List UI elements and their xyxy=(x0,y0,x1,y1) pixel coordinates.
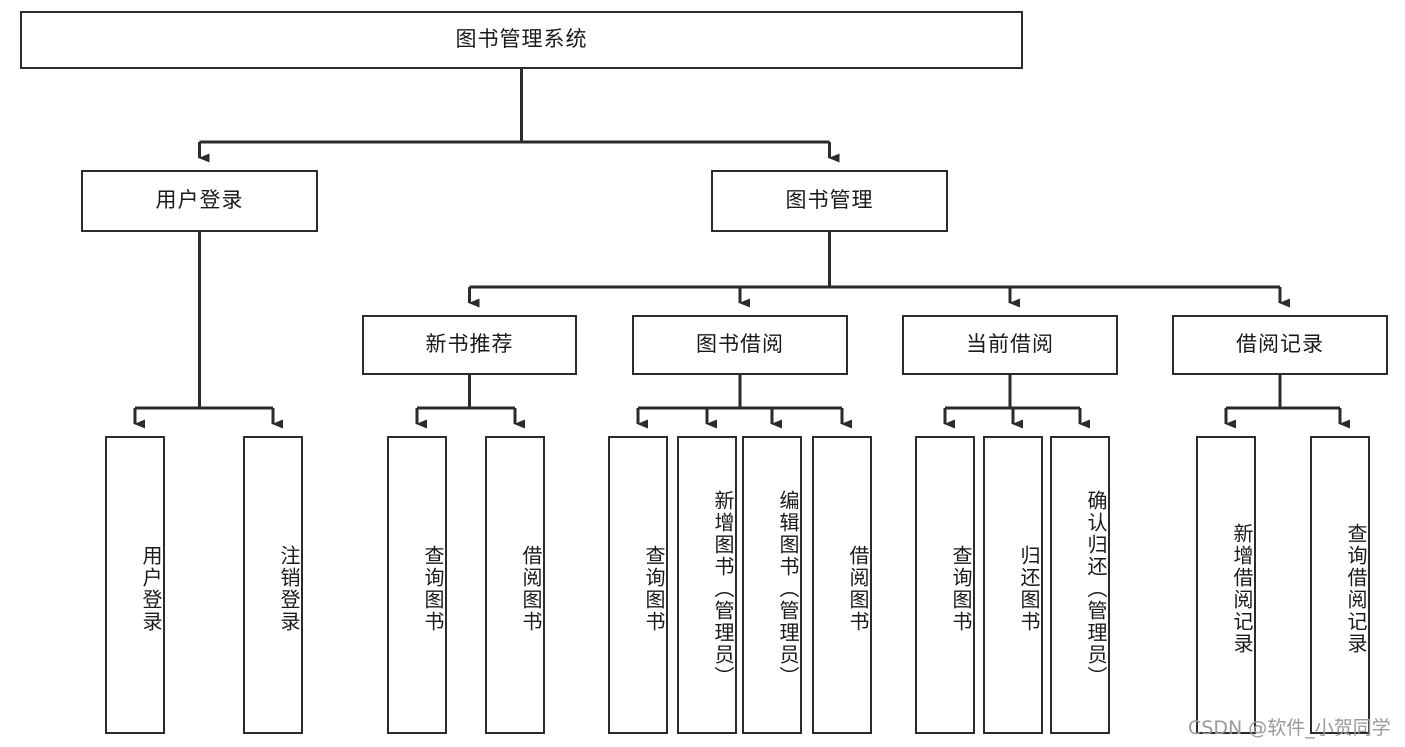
node-leaf-borrow-book-1[interactable]: 借阅图书 xyxy=(485,436,545,734)
node-leaf-logout[interactable]: 注销登录 xyxy=(243,436,303,734)
node-label: 查询借阅记录 xyxy=(1344,523,1368,655)
node-label: 新增图书（管理员） xyxy=(711,490,735,688)
node-leaf-query-borrow-record[interactable]: 查询借阅记录 xyxy=(1310,436,1370,734)
node-label: 新书推荐 xyxy=(425,332,514,357)
node-leaf-query-book-2[interactable]: 查询图书 xyxy=(608,436,668,734)
node-leaf-user-login[interactable]: 用户登录 xyxy=(105,436,165,734)
node-label: 图书管理 xyxy=(785,188,874,213)
node-label: 查询图书 xyxy=(421,545,445,633)
node-leaf-borrow-book-2[interactable]: 借阅图书 xyxy=(812,436,872,734)
node-label: 借阅图书 xyxy=(846,545,870,633)
node-current-borrow[interactable]: 当前借阅 xyxy=(902,315,1118,375)
node-leaf-query-book-1[interactable]: 查询图书 xyxy=(387,436,447,734)
node-leaf-add-borrow-record[interactable]: 新增借阅记录 xyxy=(1196,436,1256,734)
node-leaf-add-book[interactable]: 新增图书（管理员） xyxy=(677,436,737,734)
node-label: 用户登录 xyxy=(139,545,163,633)
node-user-login[interactable]: 用户登录 xyxy=(81,170,318,232)
node-label: 新增借阅记录 xyxy=(1230,523,1254,655)
node-label: 确认归还（管理员） xyxy=(1084,490,1108,688)
node-label: 用户登录 xyxy=(155,188,244,213)
node-label: 当前借阅 xyxy=(966,332,1054,357)
node-label: 借阅图书 xyxy=(519,545,543,633)
node-label: 图书管理系统 xyxy=(455,27,588,52)
node-book-borrow[interactable]: 图书借阅 xyxy=(632,315,848,375)
node-new-book-recommend[interactable]: 新书推荐 xyxy=(362,315,577,375)
node-leaf-confirm-return[interactable]: 确认归还（管理员） xyxy=(1050,436,1110,734)
node-label: 查询图书 xyxy=(949,545,973,633)
node-label: 借阅记录 xyxy=(1236,332,1324,357)
node-book-manage[interactable]: 图书管理 xyxy=(711,170,948,232)
watermark: CSDN @软件_小贺同学 xyxy=(1188,717,1391,739)
node-leaf-query-book-3[interactable]: 查询图书 xyxy=(915,436,975,734)
node-label: 注销登录 xyxy=(277,545,301,633)
node-label: 归还图书 xyxy=(1017,545,1041,633)
node-label: 图书借阅 xyxy=(696,332,784,357)
node-leaf-return-book[interactable]: 归还图书 xyxy=(983,436,1043,734)
node-leaf-edit-book[interactable]: 编辑图书（管理员） xyxy=(742,436,802,734)
node-borrow-record[interactable]: 借阅记录 xyxy=(1172,315,1388,375)
node-label: 查询图书 xyxy=(642,545,666,633)
node-label: 编辑图书（管理员） xyxy=(776,490,800,688)
node-root[interactable]: 图书管理系统 xyxy=(20,11,1023,69)
